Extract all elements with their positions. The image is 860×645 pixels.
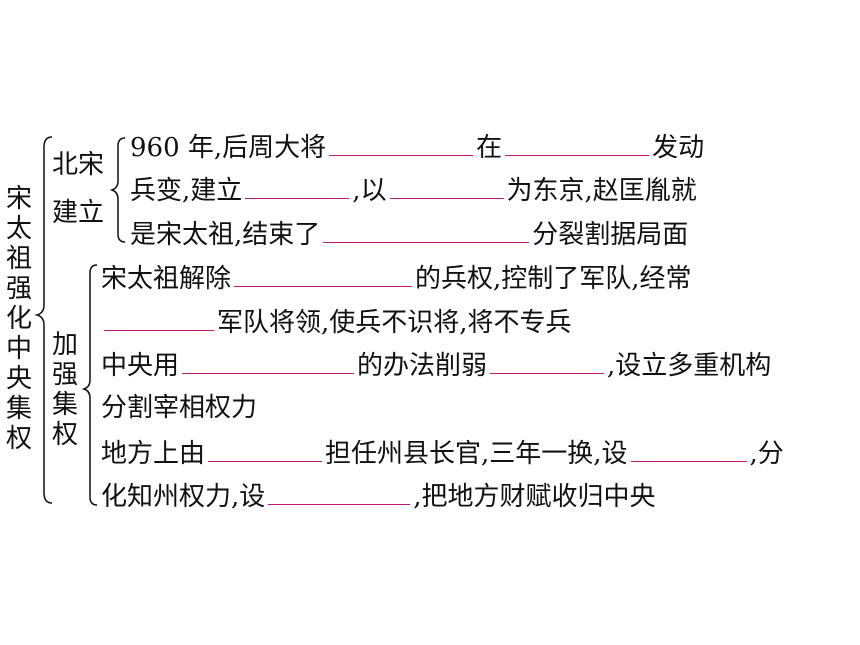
line-text: ,分 — [749, 439, 784, 469]
line-text: 960 年,后周大将 — [130, 133, 327, 163]
line-text: 为东京,赵匡胤就 — [506, 176, 697, 206]
line-text: 在 — [476, 133, 503, 163]
line-text: 地方上由 — [101, 439, 206, 469]
section-2-brace — [81, 264, 98, 506]
line-text: 担任州县长官,三年一换,设 — [325, 439, 628, 469]
section-1-line-1: 960 年,后周大将 在 发动 — [130, 131, 704, 163]
line-text: 的兵权,控制了军队,经常 — [415, 264, 692, 294]
section-2-line-2: 军队将领,使兵不识将,将不专兵 — [101, 306, 572, 338]
answer-blank[interactable] — [104, 306, 214, 331]
answer-blank[interactable] — [234, 262, 413, 287]
answer-blank[interactable] — [268, 480, 411, 505]
answer-blank[interactable] — [505, 131, 650, 156]
answer-blank[interactable] — [329, 131, 474, 156]
line-text: ,设立多重机构 — [607, 351, 772, 381]
line-text: 兵变,建立 — [130, 176, 243, 206]
section-2-label: 加强集权 — [51, 330, 78, 450]
line-text: ,以 — [352, 176, 387, 206]
line-text: 中央用 — [101, 351, 180, 381]
answer-blank[interactable] — [490, 349, 605, 374]
section-2-line-5: 地方上由 担任州县长官,三年一换,设 ,分 — [101, 437, 784, 469]
root-brace — [34, 136, 53, 504]
answer-blank[interactable] — [323, 218, 530, 243]
section-2-line-1: 宋太祖解除 的兵权,控制了军队,经常 — [101, 262, 692, 294]
answer-blank[interactable] — [630, 437, 747, 462]
line-text: 分割宰相权力 — [101, 393, 258, 423]
line-text: ,把地方财赋收归中央 — [413, 482, 656, 512]
answer-blank[interactable] — [182, 349, 355, 374]
root-label: 宋太祖强化中央集权 — [5, 184, 32, 454]
answer-blank[interactable] — [245, 174, 350, 199]
line-text: 的办法削弱 — [357, 351, 488, 381]
answer-blank[interactable] — [389, 174, 504, 199]
section-1-brace — [109, 137, 126, 243]
section-1-label-line-2: 建立 — [52, 198, 105, 228]
line-text: 宋太祖解除 — [101, 264, 232, 294]
section-2-line-3: 中央用 的办法削弱 ,设立多重机构 — [101, 349, 771, 381]
line-text: 发动 — [652, 133, 705, 163]
line-text: 是宋太祖,结束了 — [130, 220, 321, 250]
line-text: 分裂割据局面 — [532, 220, 689, 250]
section-2-line-4: 分割宰相权力 — [101, 393, 257, 423]
section-1-label-line-1: 北宋 — [52, 150, 105, 180]
line-text: 化知州权力,设 — [101, 482, 266, 512]
section-2-line-6: 化知州权力,设 ,把地方财赋收归中央 — [101, 480, 656, 512]
section-1-line-3: 是宋太祖,结束了 分裂割据局面 — [130, 218, 688, 250]
section-1-line-2: 兵变,建立 ,以 为东京,赵匡胤就 — [130, 174, 697, 206]
line-text: 军队将领,使兵不识将,将不专兵 — [217, 308, 572, 338]
answer-blank[interactable] — [208, 437, 323, 462]
